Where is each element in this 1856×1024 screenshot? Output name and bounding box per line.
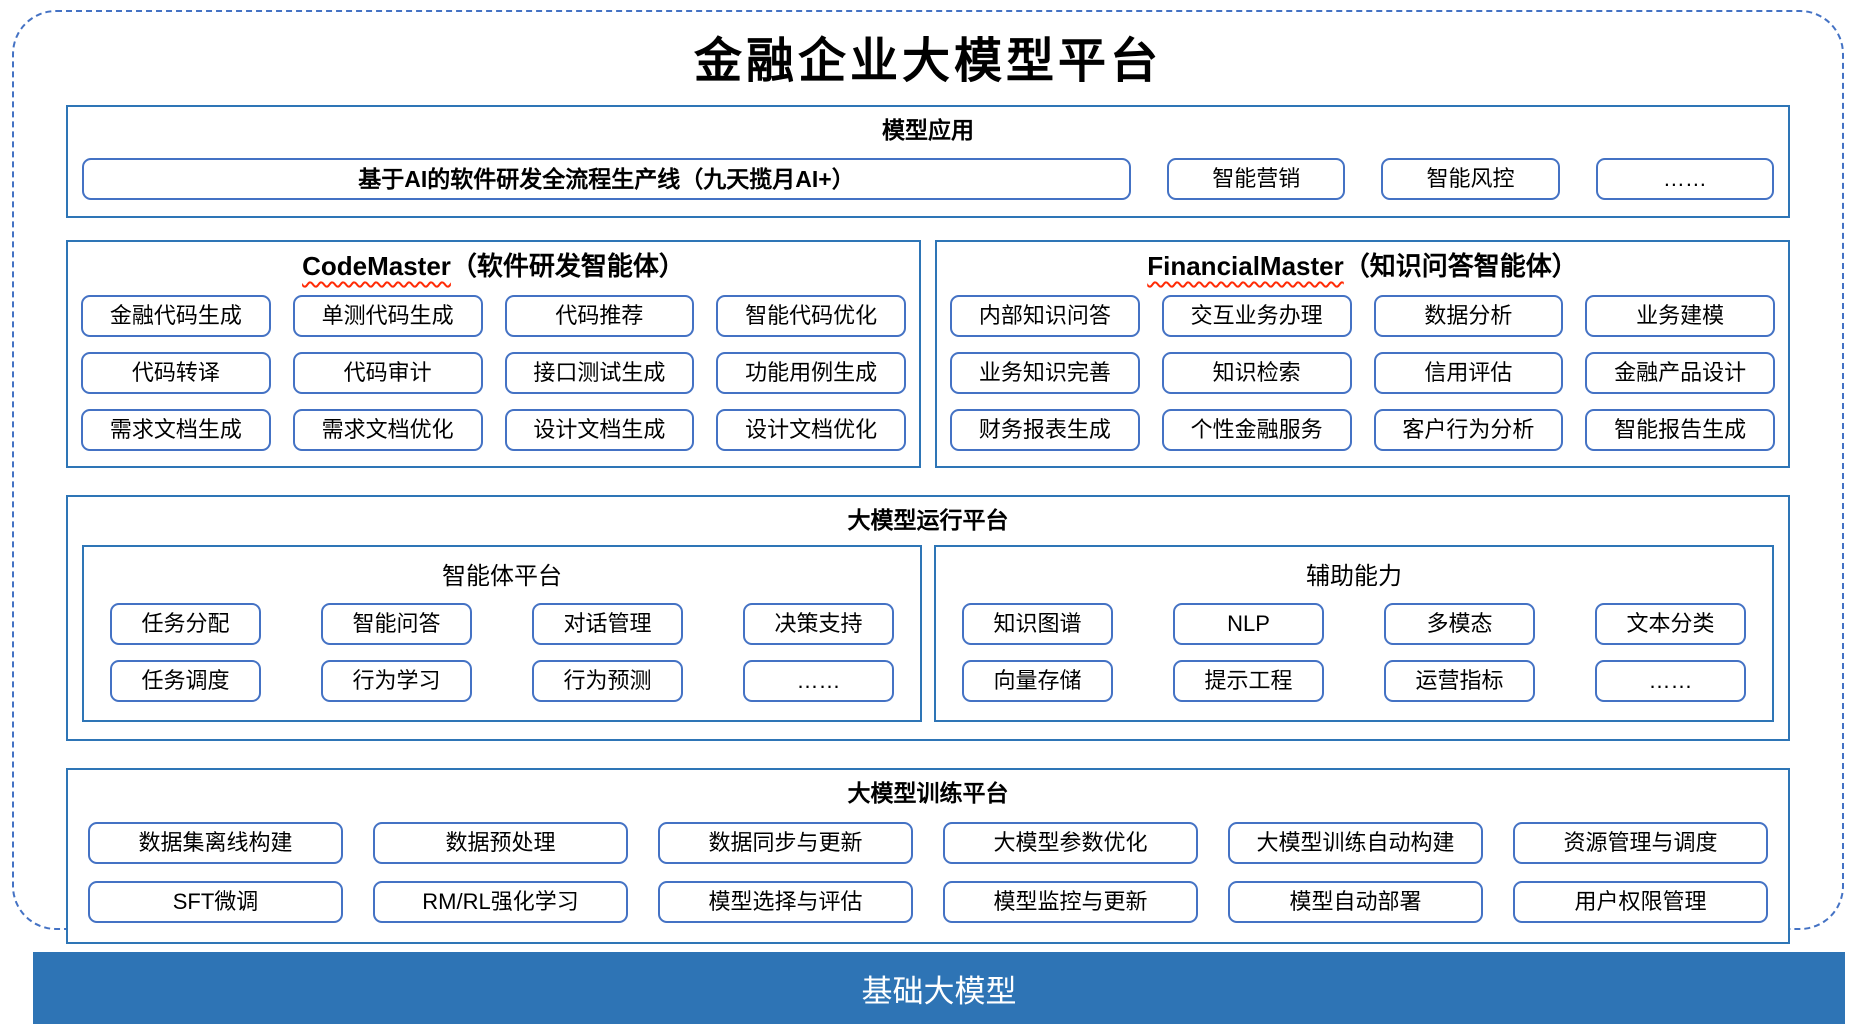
model-apps-row: 基于AI的软件研发全流程生产线（九天揽月AI+） 智能营销 智能风控 …… xyxy=(68,146,1788,216)
capability-item: 需求文档优化 xyxy=(292,408,483,451)
capability-item: 代码审计 xyxy=(292,351,483,394)
capability-item: 业务知识完善 xyxy=(950,351,1140,394)
training-item: 数据集离线构建 xyxy=(88,822,343,865)
section-training-platform: 大模型训练平台 数据集离线构建 数据预处理 数据同步与更新 大模型参数优化 大模… xyxy=(66,768,1790,945)
capability-item: 内部知识问答 xyxy=(950,294,1140,337)
runtime-item: 对话管理 xyxy=(532,603,683,646)
training-item: 资源管理与调度 xyxy=(1513,822,1768,865)
runtime-item: 文本分类 xyxy=(1595,603,1746,646)
runtime-item: 向量存储 xyxy=(962,660,1113,703)
financialmaster-name-en: FinancialMaster xyxy=(1147,251,1344,282)
section-runtime-platform: 大模型运行平台 智能体平台 任务分配 智能问答 对话管理 决策支持 任务调度 行… xyxy=(66,494,1790,742)
section-financialmaster: FinancialMaster（知识问答智能体） 内部知识问答 交互业务办理 数… xyxy=(935,240,1790,468)
page-title: 金融企业大模型平台 xyxy=(693,33,1162,89)
training-item: 大模型训练自动构建 xyxy=(1228,822,1483,865)
training-platform-header: 大模型训练平台 xyxy=(847,780,1009,807)
capability-item: 客户行为分析 xyxy=(1373,408,1564,451)
capability-item: 知识检索 xyxy=(1161,351,1352,394)
capability-item: 功能用例生成 xyxy=(716,351,906,394)
financialmaster-name-cn: （知识问答智能体） xyxy=(1343,251,1578,282)
runtime-item: NLP xyxy=(1173,603,1324,646)
subsection-auxiliary-capabilities: 辅助能力 知识图谱 NLP 多模态 文本分类 向量存储 提示工程 运营指标 …… xyxy=(934,545,1774,723)
section-codemaster: CodeMaster（软件研发智能体） 金融代码生成 单测代码生成 代码推荐 智… xyxy=(66,240,921,468)
runtime-item: 决策支持 xyxy=(743,603,894,646)
training-item: SFT微调 xyxy=(88,881,343,924)
training-platform-grid: 数据集离线构建 数据预处理 数据同步与更新 大模型参数优化 大模型训练自动构建 … xyxy=(68,809,1788,942)
capability-item: 代码转译 xyxy=(81,351,271,394)
training-item: 数据预处理 xyxy=(373,822,628,865)
subsection-agent-platform: 智能体平台 任务分配 智能问答 对话管理 决策支持 任务调度 行为学习 行为预测… xyxy=(82,545,922,723)
app-item: 智能风控 xyxy=(1381,158,1560,201)
app-item: 智能营销 xyxy=(1167,158,1346,201)
codemaster-name-en: CodeMaster xyxy=(302,251,451,282)
capability-item: 交互业务办理 xyxy=(1161,294,1352,337)
financialmaster-header: FinancialMaster（知识问答智能体） xyxy=(937,250,1788,283)
capability-item: 设计文档生成 xyxy=(504,408,695,451)
training-item: 模型选择与评估 xyxy=(658,881,913,924)
capability-item: 智能报告生成 xyxy=(1585,408,1775,451)
section-model-apps-header: 模型应用 xyxy=(882,117,974,144)
runtime-item: 行为预测 xyxy=(532,660,683,703)
auxiliary-capabilities-header: 辅助能力 xyxy=(1306,563,1402,591)
runtime-item: 智能问答 xyxy=(321,603,472,646)
runtime-item: …… xyxy=(1595,660,1746,703)
runtime-item: 运营指标 xyxy=(1384,660,1535,703)
foundation-model-label: 基础大模型 xyxy=(861,973,1017,1009)
codemaster-header: CodeMaster（软件研发智能体） xyxy=(68,250,919,283)
agent-platform-header: 智能体平台 xyxy=(442,563,562,591)
capability-item: 代码推荐 xyxy=(504,294,695,337)
auxiliary-capabilities-grid: 知识图谱 NLP 多模态 文本分类 向量存储 提示工程 运营指标 …… xyxy=(936,603,1772,720)
codemaster-grid: 金融代码生成 单测代码生成 代码推荐 智能代码优化 代码转译 代码审计 接口测试… xyxy=(68,294,919,466)
foundation-model-bar: 基础大模型 xyxy=(33,952,1845,1024)
capability-item: 个性金融服务 xyxy=(1161,408,1352,451)
capability-item: 接口测试生成 xyxy=(504,351,695,394)
capability-item: 智能代码优化 xyxy=(716,294,906,337)
codemaster-name-cn: （软件研发智能体） xyxy=(450,251,685,282)
training-item: 用户权限管理 xyxy=(1513,881,1768,924)
capability-item: 需求文档生成 xyxy=(81,408,271,451)
capability-item: 财务报表生成 xyxy=(950,408,1140,451)
runtime-item: 多模态 xyxy=(1384,603,1535,646)
runtime-row: 智能体平台 任务分配 智能问答 对话管理 决策支持 任务调度 行为学习 行为预测… xyxy=(68,535,1788,739)
training-item: 大模型参数优化 xyxy=(943,822,1198,865)
platform-outer-frame: 金融企业大模型平台 模型应用 基于AI的软件研发全流程生产线（九天揽月AI+） … xyxy=(12,10,1844,945)
training-item: 模型自动部署 xyxy=(1228,881,1483,924)
training-item: 模型监控与更新 xyxy=(943,881,1198,924)
capability-item: 业务建模 xyxy=(1585,294,1775,337)
capability-item: 数据分析 xyxy=(1373,294,1564,337)
runtime-item: 任务分配 xyxy=(110,603,261,646)
capability-item: 设计文档优化 xyxy=(716,408,906,451)
app-item: …… xyxy=(1595,158,1775,201)
section-model-apps: 模型应用 基于AI的软件研发全流程生产线（九天揽月AI+） 智能营销 智能风控 … xyxy=(66,105,1790,219)
runtime-item: 行为学习 xyxy=(321,660,472,703)
capability-item: 金融代码生成 xyxy=(81,294,271,337)
training-item: 数据同步与更新 xyxy=(658,822,913,865)
runtime-item: 提示工程 xyxy=(1173,660,1324,703)
financialmaster-grid: 内部知识问答 交互业务办理 数据分析 业务建模 业务知识完善 知识检索 信用评估… xyxy=(937,294,1788,466)
runtime-platform-header: 大模型运行平台 xyxy=(847,506,1009,533)
runtime-item: …… xyxy=(743,660,894,703)
runtime-item: 知识图谱 xyxy=(962,603,1113,646)
runtime-item: 任务调度 xyxy=(110,660,261,703)
training-item: RM/RL强化学习 xyxy=(373,881,628,924)
agents-row: CodeMaster（软件研发智能体） 金融代码生成 单测代码生成 代码推荐 智… xyxy=(66,240,1790,468)
capability-item: 金融产品设计 xyxy=(1585,351,1775,394)
agent-platform-grid: 任务分配 智能问答 对话管理 决策支持 任务调度 行为学习 行为预测 …… xyxy=(84,603,920,720)
app-item-ai-pipeline: 基于AI的软件研发全流程生产线（九天揽月AI+） xyxy=(82,158,1132,201)
capability-item: 信用评估 xyxy=(1373,351,1564,394)
capability-item: 单测代码生成 xyxy=(292,294,483,337)
